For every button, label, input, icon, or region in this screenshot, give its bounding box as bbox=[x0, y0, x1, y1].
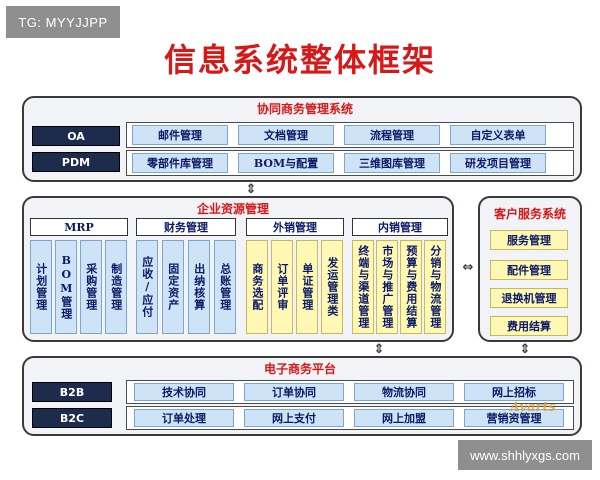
page-title: 信息系统整体框架 bbox=[163, 41, 436, 79]
finance-item: 固定资产 bbox=[162, 240, 184, 334]
mrp-item: 采购管理 bbox=[80, 240, 102, 334]
collab-r1-item: 文档管理 bbox=[238, 125, 334, 145]
export-item: 商务选配 bbox=[246, 240, 268, 334]
brand-logo: Avarts bbox=[510, 400, 556, 415]
mrp-item: 计划管理 bbox=[30, 240, 52, 334]
ecom-r2-item: 营销资管理 bbox=[464, 409, 564, 427]
crm-item: 退换机管理 bbox=[490, 288, 568, 308]
crm-item: 服务管理 bbox=[490, 230, 568, 250]
collab-r2-item: 三维图库管理 bbox=[344, 153, 440, 173]
connector-arrow-icon: ⇕ bbox=[373, 341, 385, 357]
collab-r2-item: 零部件库管理 bbox=[132, 153, 228, 173]
collab-r2-item: 研发项目管理 bbox=[450, 153, 546, 173]
connector-arrow-icon: ⇕ bbox=[519, 341, 531, 357]
b2c-label: B2C bbox=[32, 408, 112, 428]
ecommerce-title: 电子商务平台 bbox=[263, 362, 336, 376]
ecom-r1-item: 订单协同 bbox=[244, 383, 344, 401]
domestic-label: 内销管理 bbox=[352, 218, 448, 236]
oa-label: OA bbox=[32, 126, 120, 146]
domestic-item: 分销与物流管理 bbox=[424, 240, 446, 334]
finance-label: 财务管理 bbox=[136, 218, 236, 236]
mrp-item: 制造管理 bbox=[105, 240, 127, 334]
export-item: 单证管理 bbox=[296, 240, 318, 334]
collab-r1-item: 流程管理 bbox=[344, 125, 440, 145]
finance-item: 出纳核算 bbox=[188, 240, 210, 334]
finance-item: 总账管理 bbox=[214, 240, 236, 334]
finance-item: 应收/应付 bbox=[136, 240, 158, 334]
ecom-r2-item: 网上支付 bbox=[244, 409, 344, 427]
domestic-item: 终端与渠道管理 bbox=[352, 240, 374, 334]
watermark-top: TG: MYYJJPP bbox=[6, 6, 120, 38]
ecom-r1-item: 技术协同 bbox=[134, 383, 234, 401]
watermark-bottom: www.shhlyxgs.com bbox=[458, 440, 592, 470]
mrp-label: MRP bbox=[30, 218, 128, 236]
export-item: 发运管理类 bbox=[321, 240, 343, 334]
domestic-item: 市场与推广管理 bbox=[376, 240, 398, 334]
crm-title: 客户服务系统 bbox=[493, 207, 566, 221]
pdm-label: PDM bbox=[32, 152, 120, 172]
b2b-label: B2B bbox=[32, 382, 112, 402]
ecom-r1-item: 物流协同 bbox=[354, 383, 454, 401]
connector-arrow-icon: ⇕ bbox=[245, 181, 257, 197]
crm-item: 费用结算 bbox=[490, 316, 568, 336]
ecom-r2-item: 网上加盟 bbox=[354, 409, 454, 427]
domestic-item: 预算与费用结算 bbox=[400, 240, 422, 334]
export-item: 订单评审 bbox=[271, 240, 293, 334]
collab-title: 协同商务管理系统 bbox=[256, 102, 353, 116]
collab-r1-item: 自定义表单 bbox=[450, 125, 546, 145]
crm-item: 配件管理 bbox=[490, 260, 568, 280]
mrp-item: BOM管理 bbox=[55, 240, 77, 334]
collab-r2-item: BOM与配置 bbox=[238, 153, 334, 173]
ecom-r1-item: 网上招标 bbox=[464, 383, 564, 401]
export-label: 外销管理 bbox=[246, 218, 344, 236]
collab-r1-item: 邮件管理 bbox=[132, 125, 228, 145]
ecom-r2-item: 订单处理 bbox=[134, 409, 234, 427]
erp-title: 企业资源管理 bbox=[196, 202, 269, 216]
connector-arrow-h-icon: ⇔ bbox=[462, 259, 474, 275]
